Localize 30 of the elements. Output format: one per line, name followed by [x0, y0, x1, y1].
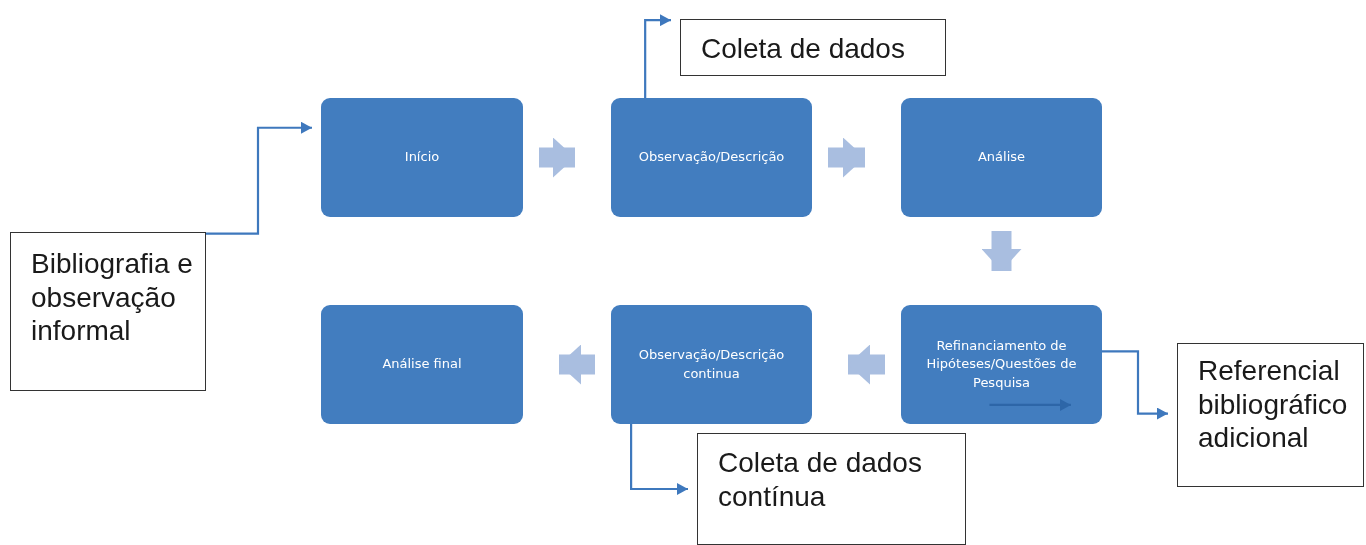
- note-box: [697, 433, 966, 545]
- note-text: Coleta de dados contínua: [718, 446, 923, 514]
- step-label: Observação/Descrição continua: [637, 346, 786, 383]
- block-arrow: [828, 137, 865, 178]
- step-label: Observação/Descrição: [638, 148, 785, 167]
- note-box: [680, 19, 946, 76]
- process-box: [901, 98, 1102, 217]
- connector-arrow: [1102, 350, 1168, 420]
- process-box: [321, 98, 523, 217]
- step-label: Análise: [977, 148, 1026, 167]
- connector-arrow: [989, 398, 1071, 411]
- block-arrow: [539, 137, 575, 178]
- note-text: Referencial bibliográfico adicional: [1198, 354, 1349, 455]
- block-arrow: [559, 344, 595, 385]
- connector-arrow: [630, 424, 688, 495]
- step-label: Início: [404, 148, 440, 167]
- note-text: Coleta de dados: [701, 32, 906, 66]
- connector-arrow: [644, 14, 671, 98]
- connector-arrow: [206, 121, 312, 235]
- step-label: Refinanciamento de Hipóteses/Questões de Pesquisa: [925, 337, 1078, 392]
- note-box: [1177, 343, 1364, 487]
- process-box: [611, 98, 812, 217]
- process-box: [611, 305, 812, 424]
- process-box: [321, 305, 523, 424]
- block-arrow: [848, 344, 885, 385]
- process-box: [901, 305, 1102, 424]
- block-arrow: [981, 231, 1022, 271]
- note-box: [10, 232, 206, 391]
- step-label: Análise final: [382, 355, 462, 374]
- note-text: Bibliografia e observação informal: [31, 247, 193, 348]
